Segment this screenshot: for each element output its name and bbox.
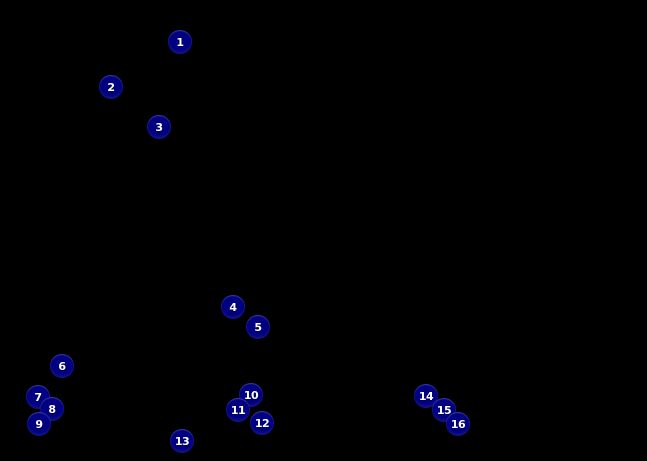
map-marker-label: 16 xyxy=(450,417,466,431)
map-marker-label: 11 xyxy=(230,403,246,417)
map-marker-label: 12 xyxy=(254,416,270,430)
map-marker-label: 8 xyxy=(48,402,56,416)
map-marker-9[interactable]: 9 xyxy=(27,412,51,436)
map-marker-3[interactable]: 3 xyxy=(147,115,171,139)
map-marker-13[interactable]: 13 xyxy=(170,429,194,453)
map-marker-5[interactable]: 5 xyxy=(246,315,270,339)
map-marker-label: 7 xyxy=(34,390,42,404)
map-marker-label: 9 xyxy=(35,417,43,431)
map-marker-4[interactable]: 4 xyxy=(221,295,245,319)
map-marker-2[interactable]: 2 xyxy=(99,75,123,99)
map-marker-label: 5 xyxy=(254,320,262,334)
map-marker-label: 1 xyxy=(176,35,184,49)
map-marker-16[interactable]: 16 xyxy=(446,412,470,436)
map-marker-label: 13 xyxy=(174,434,190,448)
map-marker-label: 2 xyxy=(107,80,115,94)
map-marker-label: 15 xyxy=(436,403,452,417)
map-marker-label: 4 xyxy=(229,300,237,314)
map-marker-label: 10 xyxy=(243,388,259,402)
map-marker-1[interactable]: 1 xyxy=(168,30,192,54)
map-marker-6[interactable]: 6 xyxy=(50,354,74,378)
map-marker-label: 6 xyxy=(58,359,66,373)
map-marker-label: 14 xyxy=(418,389,434,403)
map-marker-label: 3 xyxy=(155,120,163,134)
map-marker-12[interactable]: 12 xyxy=(250,411,274,435)
map-marker-11[interactable]: 11 xyxy=(226,398,250,422)
